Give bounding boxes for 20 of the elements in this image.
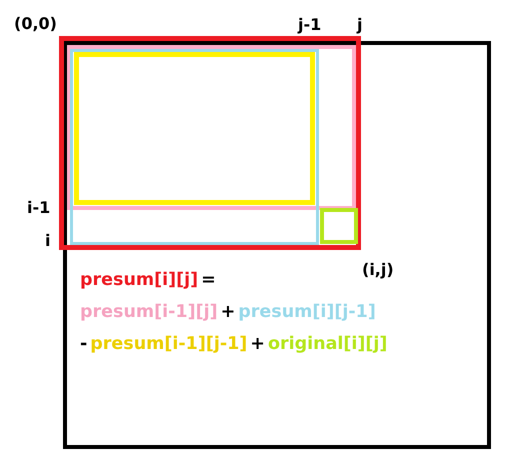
formula-term: presum[i-1][j-1] (90, 333, 248, 355)
plus-sign: + (250, 333, 265, 355)
formula-term: presum[i-1][j] (80, 301, 218, 323)
column-index-label: j-1 (298, 15, 322, 35)
equals-sign: = (201, 269, 216, 291)
coordinate-label: (0,0) (14, 14, 57, 34)
cell-outline (320, 208, 358, 244)
row-index-label: i (45, 231, 50, 251)
region-outline (70, 49, 319, 245)
row-index-label: i-1 (27, 198, 50, 218)
minus-sign: - (80, 333, 88, 355)
column-index-label: j (357, 15, 362, 35)
region-outline (67, 45, 356, 210)
plus-sign: + (220, 301, 236, 323)
formula-term: presum[i][j] (80, 269, 198, 291)
region-outline (74, 52, 315, 205)
region-outline (59, 36, 361, 250)
coordinate-label: (i,j) (362, 260, 394, 280)
formula-term: original[i][j] (268, 333, 388, 355)
formula-term: presum[i][j-1] (238, 301, 376, 323)
